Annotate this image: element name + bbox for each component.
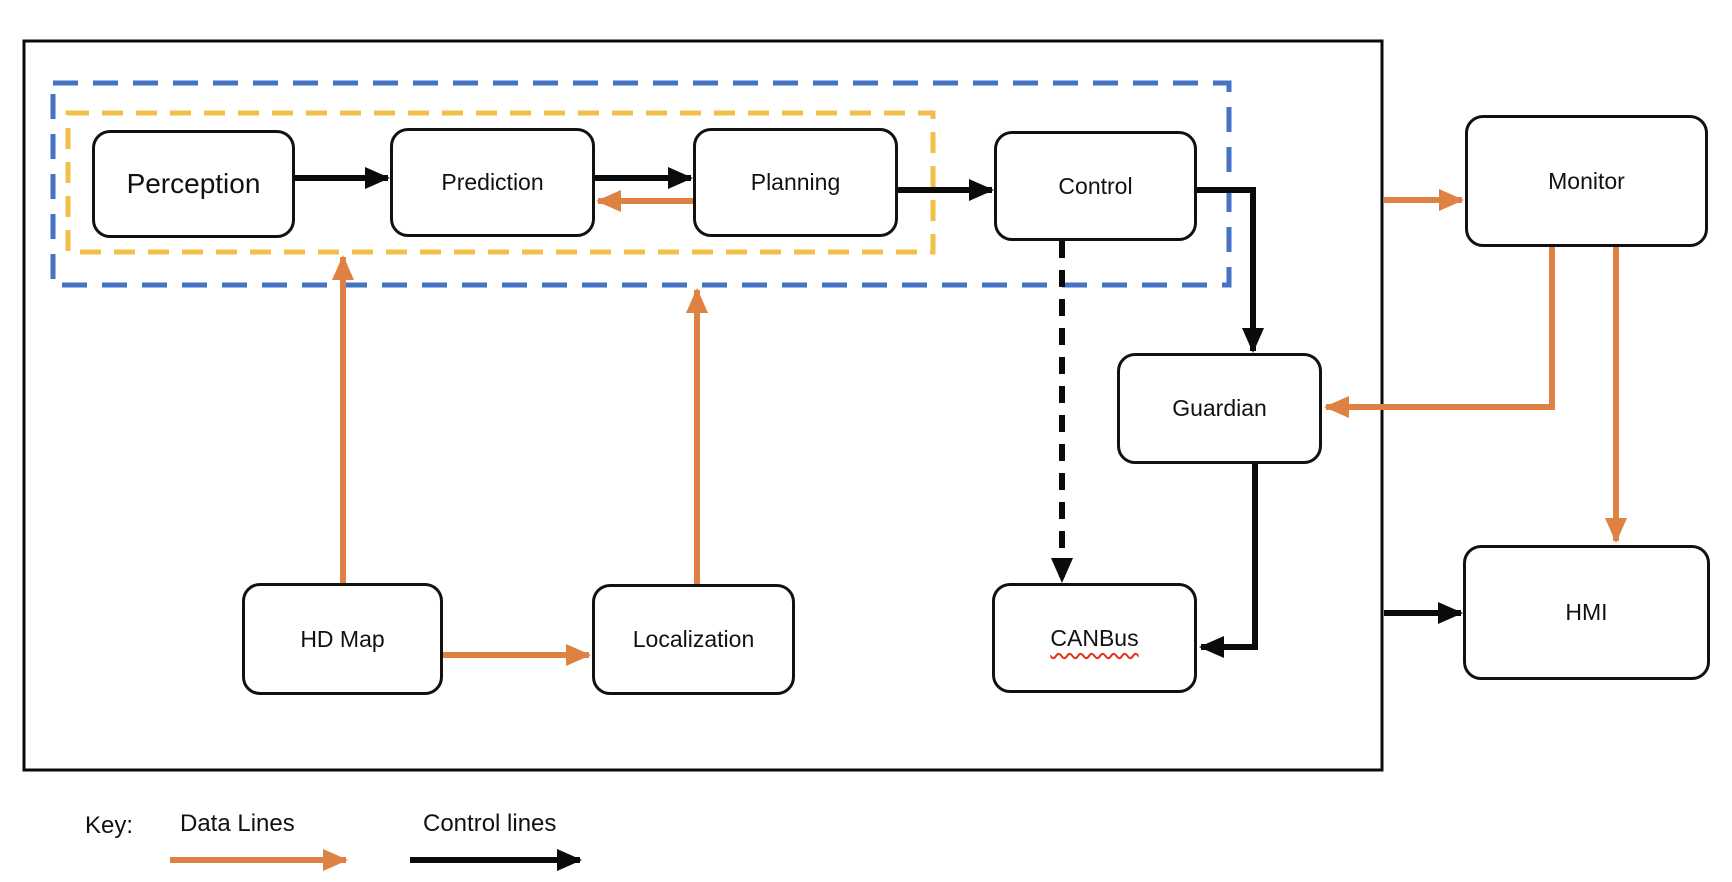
key-title: Key: (85, 812, 134, 839)
node-prediction-label: Prediction (441, 169, 544, 195)
node-monitor: Monitor (1465, 115, 1708, 247)
node-canbus-label: CANBus (1050, 624, 1139, 651)
node-hd-map-label: HD Map (300, 625, 385, 652)
node-control: Control (994, 131, 1197, 241)
planning-modules-group-border (65, 110, 936, 255)
node-hmi: HMI (1463, 545, 1710, 680)
edge-control-to-guardian (1197, 187, 1264, 353)
node-control-label: Control (1058, 172, 1133, 199)
node-planning-label: Planning (750, 169, 841, 195)
key-control-lines-label: Control lines (423, 810, 557, 837)
node-guardian: Guardian (1117, 353, 1322, 464)
key-data-lines-label: Data Lines (180, 810, 295, 837)
node-canbus: CANBus (992, 583, 1197, 693)
node-perception-label: Perception (126, 168, 261, 199)
node-localization-label: Localization (632, 626, 755, 652)
node-perception: Perception (92, 130, 295, 238)
edge-monitor-to-guardian (1324, 247, 1555, 418)
node-planning: Planning (693, 128, 898, 237)
edge-guardian-to-canbus (1199, 464, 1258, 658)
node-prediction: Prediction (390, 128, 595, 237)
node-guardian-label: Guardian (1172, 395, 1267, 421)
node-localization: Localization (592, 584, 795, 695)
node-monitor-label: Monitor (1548, 167, 1625, 194)
node-hmi-label: HMI (1565, 599, 1608, 625)
node-hd-map: HD Map (242, 583, 443, 695)
autonomy-modules-group-border (50, 80, 1232, 288)
